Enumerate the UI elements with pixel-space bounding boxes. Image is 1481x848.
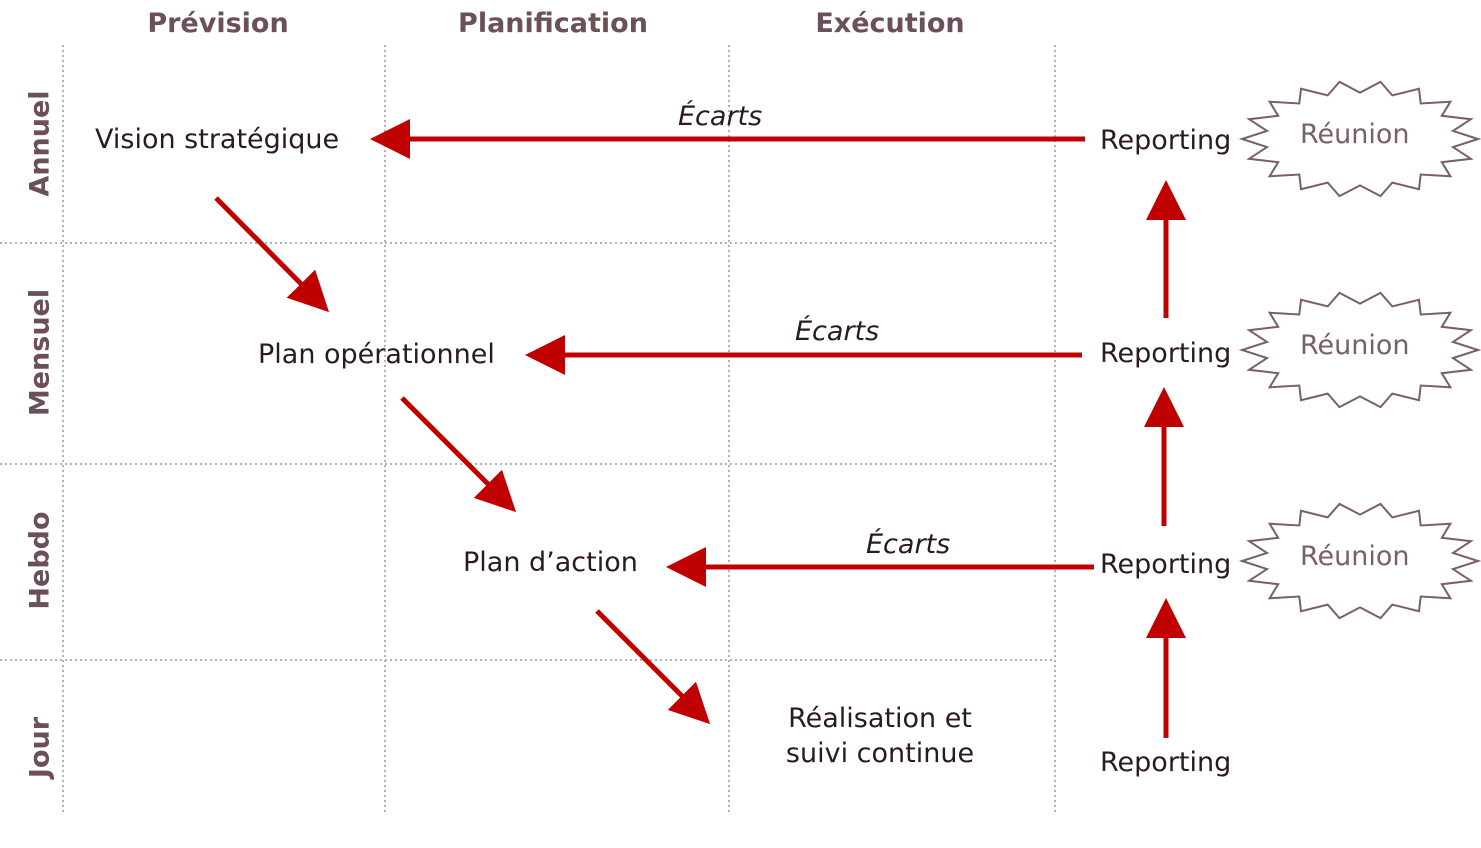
reunion-label-3: Réunion bbox=[1300, 541, 1410, 572]
reunion-label-2: Réunion bbox=[1300, 330, 1410, 361]
reporting-mensuel: Reporting bbox=[1100, 338, 1232, 369]
reporting-annuel: Reporting bbox=[1100, 125, 1232, 156]
reunion-label-1: Réunion bbox=[1300, 119, 1410, 150]
starbursts bbox=[1238, 80, 1481, 620]
cascade-arrows bbox=[214, 196, 711, 725]
cascade-arrow-2 bbox=[400, 396, 517, 513]
reporting-arrows bbox=[1144, 180, 1186, 738]
column-header-prevision: Prévision bbox=[147, 8, 289, 39]
reunion-starburst-1 bbox=[1238, 80, 1481, 198]
node-plan-action: Plan d’action bbox=[463, 547, 638, 578]
column-header-planification: Planification bbox=[458, 8, 648, 39]
grid bbox=[0, 45, 1056, 812]
ecart-label-hebdo: Écarts bbox=[866, 529, 951, 560]
reporting-jour: Reporting bbox=[1100, 747, 1232, 778]
reunion-starburst-3 bbox=[1238, 502, 1481, 620]
node-realisation: Réalisation et suivi continue bbox=[770, 701, 990, 771]
row-header-jour: Jour bbox=[24, 716, 56, 779]
diagram-canvas bbox=[0, 45, 1481, 812]
ecart-label-mensuel: Écarts bbox=[795, 316, 880, 347]
node-realisation-line1: Réalisation et bbox=[788, 703, 972, 734]
cascade-arrow-3 bbox=[595, 609, 711, 725]
reunion-starburst-2 bbox=[1238, 291, 1481, 409]
column-header-execution: Exécution bbox=[815, 8, 965, 39]
ecart-label-annuel: Écarts bbox=[678, 101, 763, 132]
ecart-arrows bbox=[370, 119, 1094, 587]
node-realisation-line2: suivi continue bbox=[785, 738, 975, 769]
row-header-annuel: Annuel bbox=[24, 90, 56, 197]
node-plan-operationnel: Plan opérationnel bbox=[258, 339, 495, 370]
row-header-hebdo: Hebdo bbox=[24, 511, 56, 610]
row-header-mensuel: Mensuel bbox=[24, 288, 56, 417]
node-vision-strategique: Vision stratégique bbox=[95, 124, 340, 155]
cascade-arrow-1 bbox=[214, 196, 330, 313]
reporting-hebdo: Reporting bbox=[1100, 549, 1232, 580]
